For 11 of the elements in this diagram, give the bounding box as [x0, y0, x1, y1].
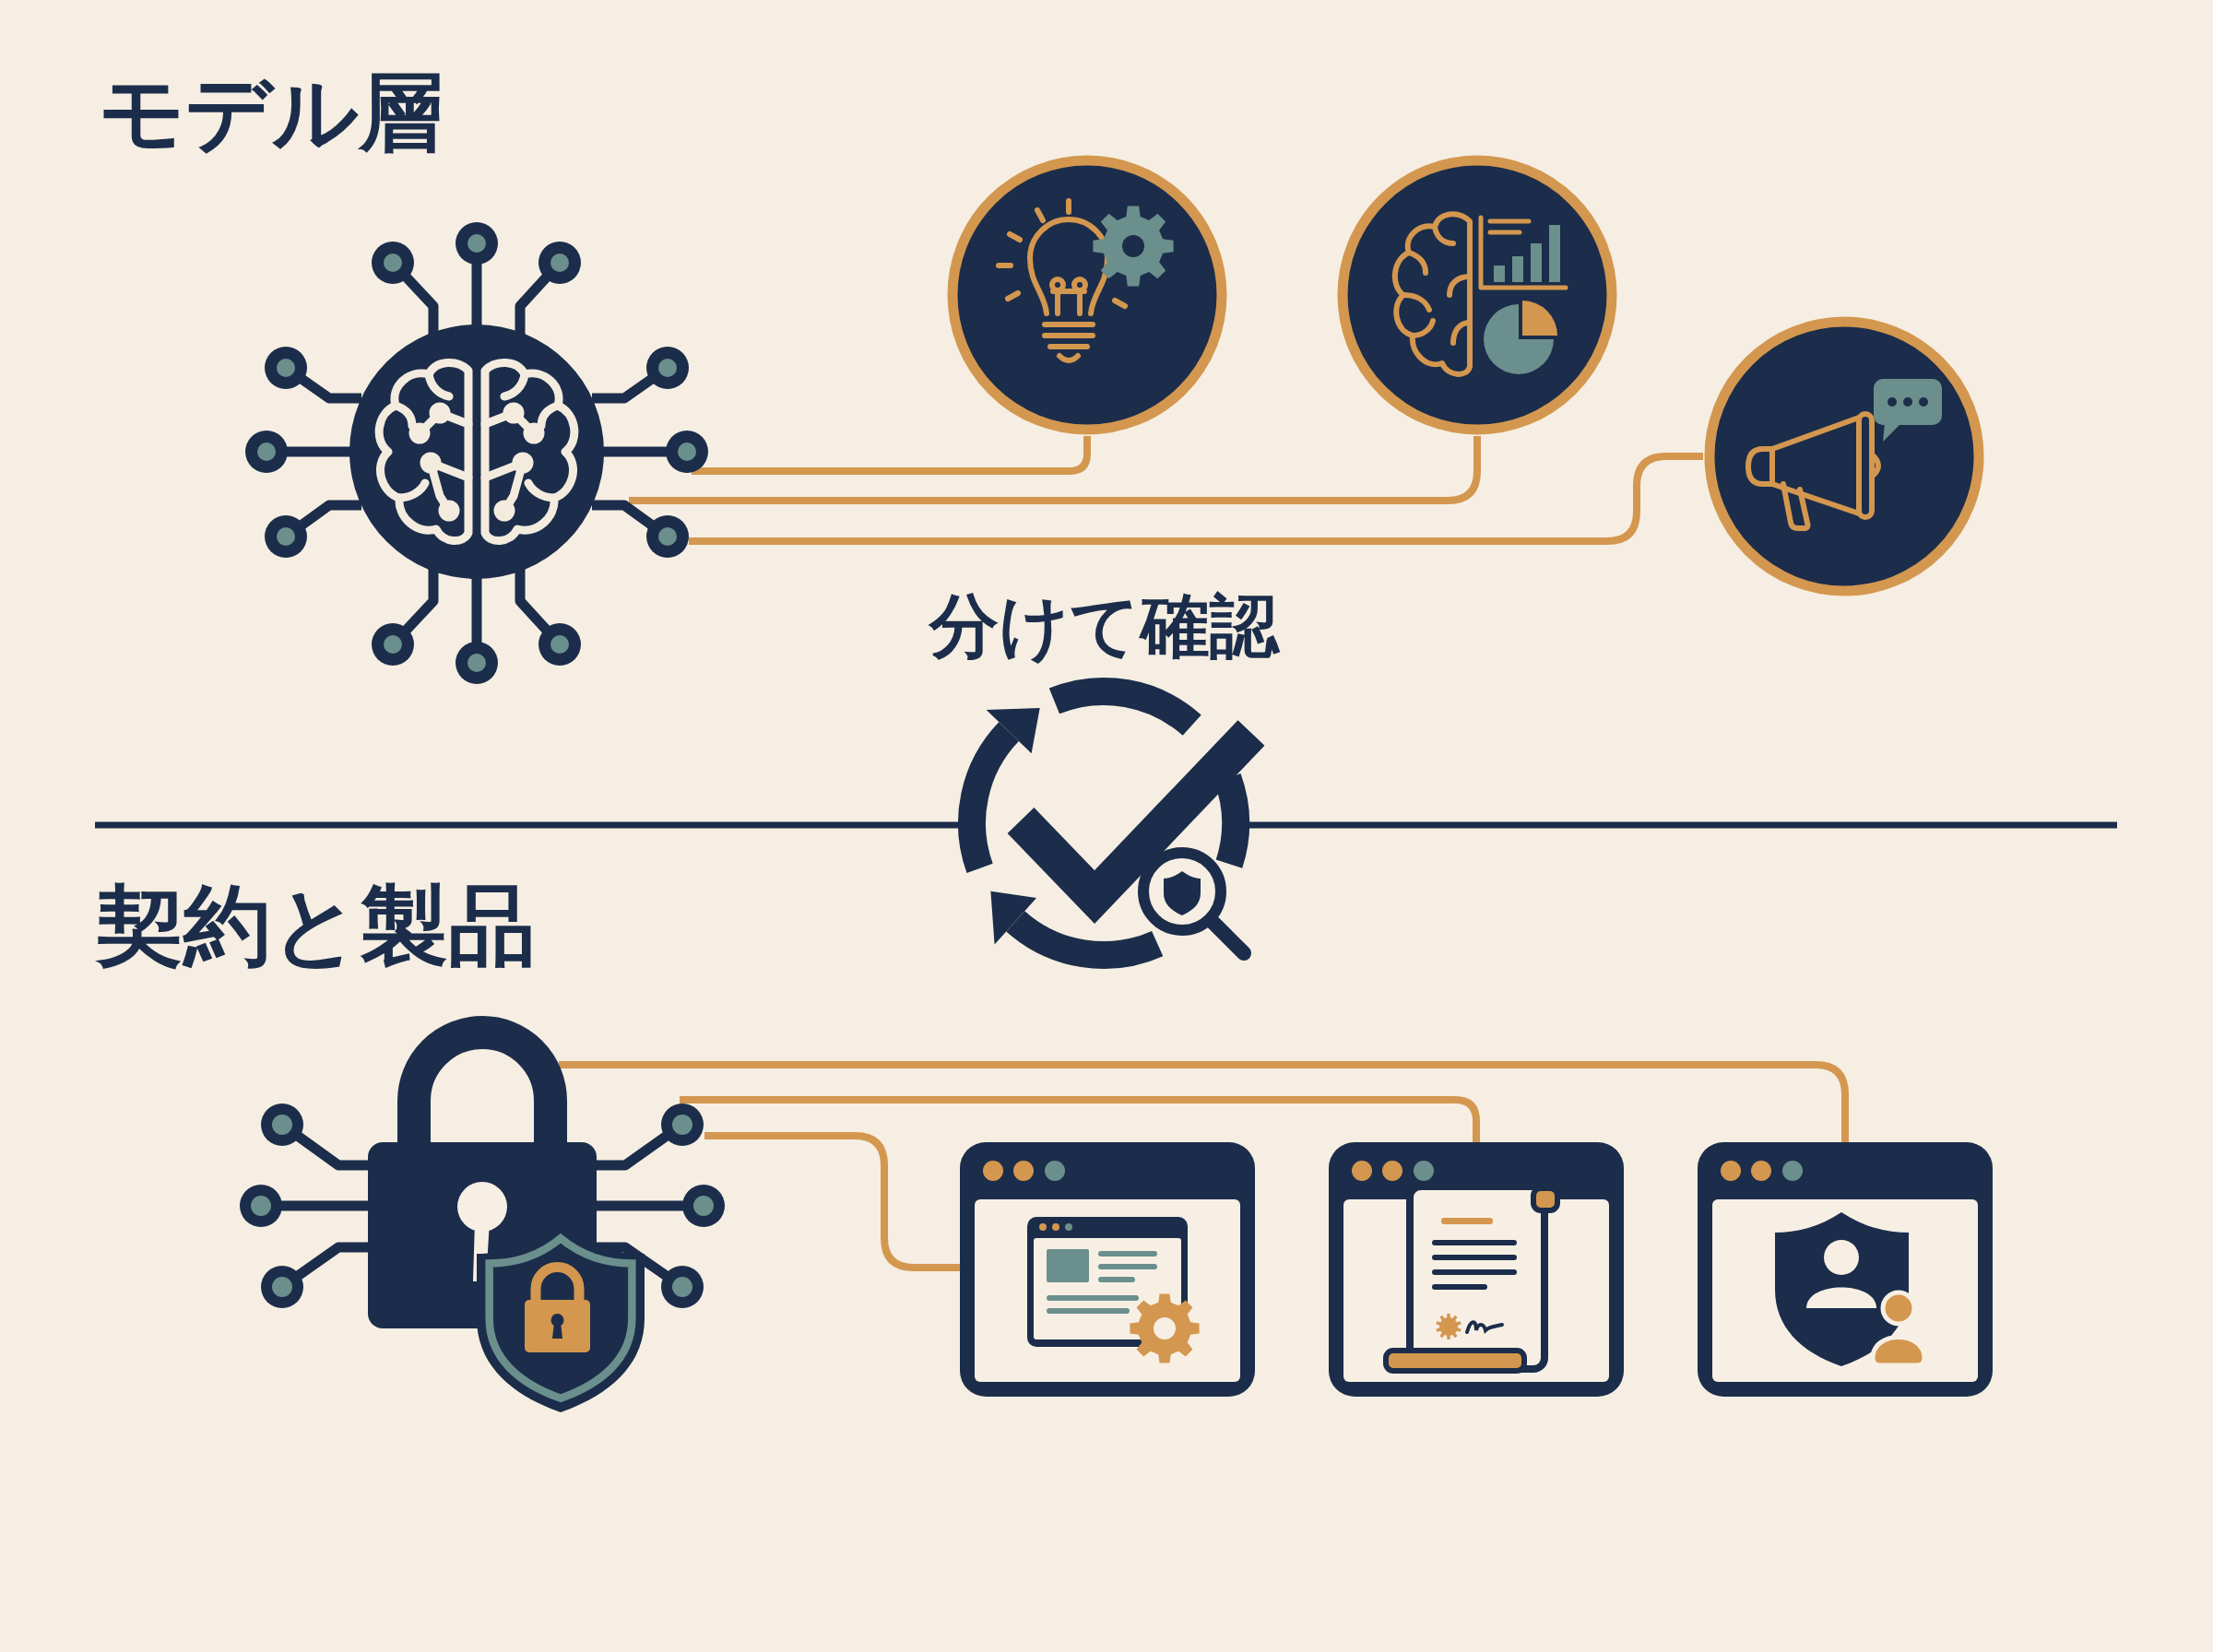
connector-line	[704, 1132, 960, 1271]
section-heading: 契約と製品	[96, 876, 536, 977]
megaphone-chat-icon	[1703, 315, 1985, 597]
document-window-icon	[1329, 1142, 1624, 1397]
settings-window-icon	[960, 1142, 1255, 1397]
lightbulb-gear-icon	[946, 154, 1228, 436]
brain-chart-icon	[1336, 154, 1618, 436]
center-heading: 分けて確認	[929, 586, 1279, 667]
section-heading: モデル層	[99, 65, 444, 162]
padlock-shield-icon	[239, 1014, 728, 1413]
user-shield-window-icon	[1698, 1142, 1993, 1397]
